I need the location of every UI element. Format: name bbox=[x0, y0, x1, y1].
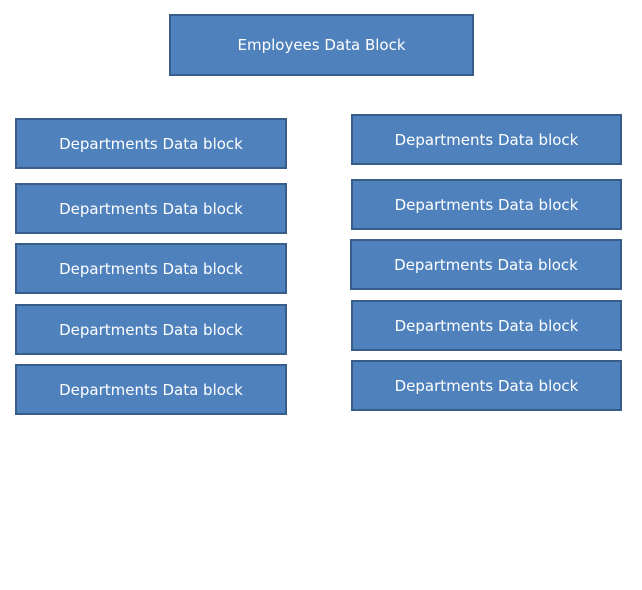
departments-data-block-label: Departments Data block bbox=[394, 376, 579, 395]
departments-data-block-label: Departments Data block bbox=[394, 130, 579, 149]
departments-data-block-label: Departments Data block bbox=[59, 259, 243, 278]
departments-data-block: Departments Data block bbox=[15, 118, 287, 169]
departments-data-block-label: Departments Data block bbox=[59, 380, 243, 399]
departments-data-block-label: Departments Data block bbox=[394, 255, 578, 274]
departments-data-block-label: Departments Data block bbox=[59, 134, 243, 153]
departments-data-block-label: Departments Data block bbox=[59, 199, 243, 218]
employees-data-block-label: Employees Data Block bbox=[237, 36, 406, 54]
departments-data-block: Departments Data block bbox=[351, 114, 622, 165]
departments-data-block: Departments Data block bbox=[15, 304, 287, 355]
departments-data-block: Departments Data block bbox=[351, 360, 622, 411]
departments-data-block-label: Departments Data block bbox=[394, 195, 579, 214]
departments-data-block: Departments Data block bbox=[350, 239, 622, 290]
departments-data-block: Departments Data block bbox=[15, 243, 287, 294]
departments-data-block-label: Departments Data block bbox=[394, 316, 579, 335]
departments-data-block: Departments Data block bbox=[351, 300, 622, 351]
departments-data-block: Departments Data block bbox=[15, 364, 287, 415]
departments-data-block: Departments Data block bbox=[15, 183, 287, 234]
departments-data-block: Departments Data block bbox=[351, 179, 622, 230]
employees-data-block: Employees Data Block bbox=[169, 14, 474, 76]
departments-data-block-label: Departments Data block bbox=[59, 320, 243, 339]
